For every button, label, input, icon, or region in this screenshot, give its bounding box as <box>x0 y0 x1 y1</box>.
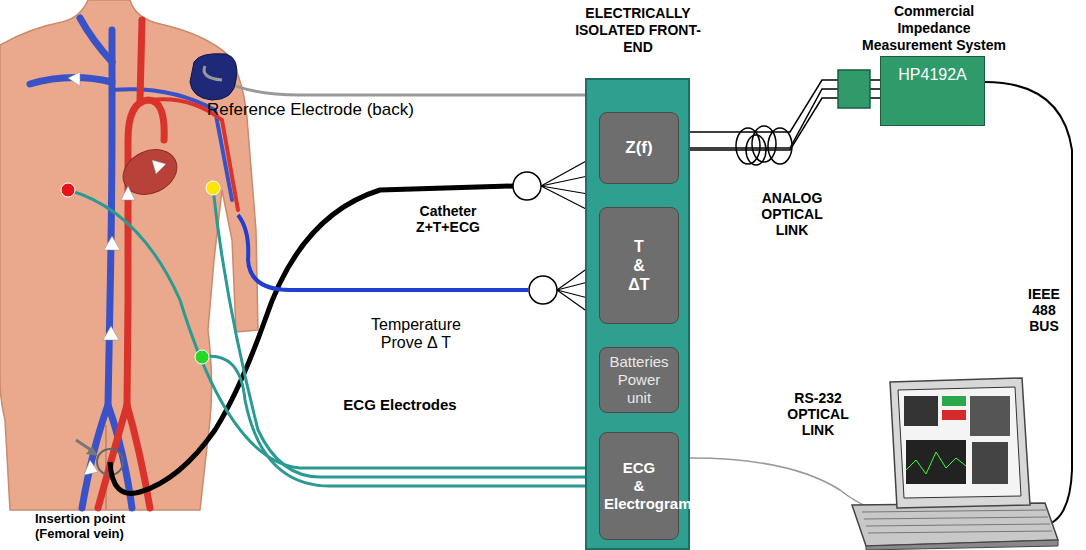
ecg-wires <box>68 188 588 486</box>
catheter-label: Catheter Z+T+ECG <box>398 203 498 235</box>
analyzer-heading: Commercial Impedance Measurement System <box>857 3 1011 53</box>
ecg-block: ECG & Electrogram <box>599 432 679 540</box>
reference-cable-end <box>204 66 222 80</box>
catheter-fan <box>541 160 588 210</box>
reference-electrode <box>190 54 237 100</box>
insertion-pointer-head <box>86 446 98 456</box>
catheter-connector <box>513 172 541 200</box>
temperature-block: T & ΔT <box>599 207 679 324</box>
flow-arrows <box>68 72 166 475</box>
human-torso <box>0 0 258 510</box>
impedance-block: Z(f) <box>599 112 679 184</box>
probe-fan <box>557 268 588 312</box>
temperature-probe <box>238 215 528 290</box>
probe-label: Temperature Prove Δ T <box>360 316 472 353</box>
impedance-analyzer: Commercial Impedance Measurement SystemH… <box>880 56 985 126</box>
reference-cable <box>222 80 588 95</box>
block-title: T & ΔT <box>604 237 674 295</box>
electrodes-label: ECG Electrodes <box>330 396 470 413</box>
front-end-panel: ELECTRICALLY ISOLATED FRONT-ENDZ(f)T & Δ… <box>585 78 690 550</box>
analyzer-model: HP4192A <box>898 65 967 84</box>
probe-connector <box>529 276 557 304</box>
panel-heading: ELECTRICALLY ISOLATED FRONT-END <box>573 5 703 55</box>
catheter <box>110 186 513 493</box>
laptop <box>852 378 1058 550</box>
block-title: Batteries Power unit <box>604 353 674 407</box>
ecg-electrode-red <box>61 183 75 197</box>
bus-label: IEEE 488 BUS <box>1022 286 1066 334</box>
heart <box>116 141 185 203</box>
block-title: Z(f) <box>625 138 652 158</box>
power-block: Batteries Power unit <box>599 347 679 413</box>
ecg-electrode-green <box>195 350 209 364</box>
ecg-electrode-yellow <box>206 181 220 195</box>
arteries <box>98 20 238 508</box>
link-label: RS-232 OPTICAL LINK <box>778 390 858 438</box>
optical-converter <box>838 70 870 108</box>
block-title: ECG & Electrogram <box>604 459 674 513</box>
link-label: ANALOG OPTICAL LINK <box>752 190 832 238</box>
electrode-label: Reference Electrode (back) <box>207 100 507 120</box>
insertion-label: Insertion point (Femoral vein) <box>35 512 167 542</box>
